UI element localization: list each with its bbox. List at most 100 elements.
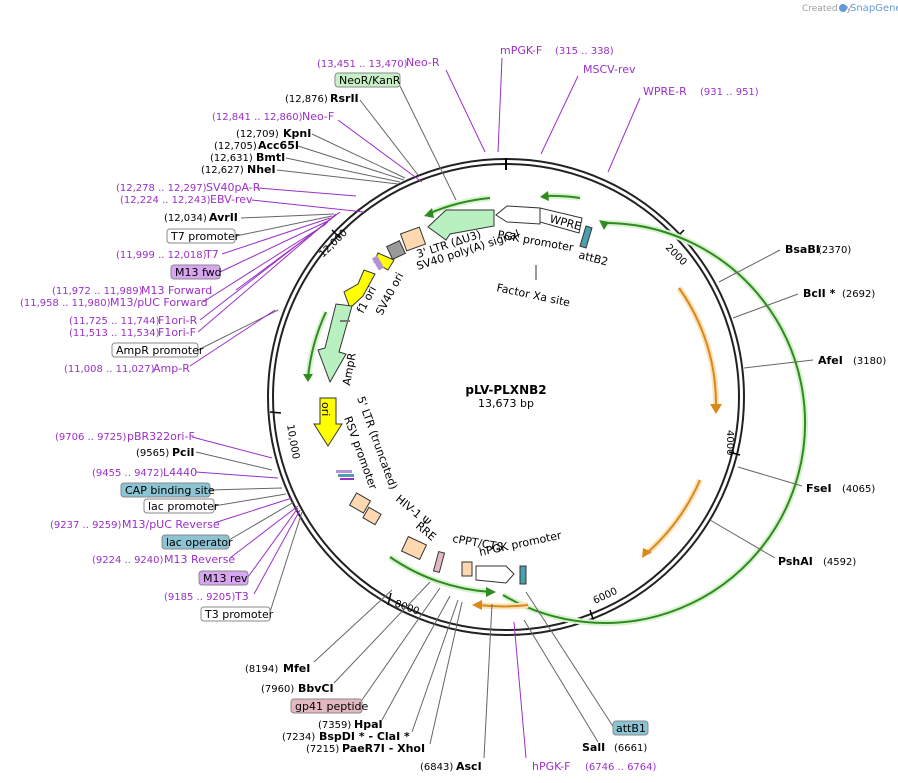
svg-text:BspDI * - ClaI *: BspDI * - ClaI * bbox=[319, 730, 410, 743]
feature-lac-operator[interactable]: lac operator bbox=[161, 501, 295, 550]
primer-l4440[interactable]: (9455 .. 9472) L4440 bbox=[92, 466, 279, 479]
primer-mscv-rev[interactable]: (315 .. 338) MSCV-rev (315 .. 338) bbox=[540, 46, 636, 155]
svg-text:(9185 .. 9205): (9185 .. 9205) bbox=[164, 592, 236, 603]
feature-ampr-promoter[interactable]: AmpR promoter bbox=[111, 309, 279, 358]
plasmid-length: 13,673 bp bbox=[478, 397, 534, 410]
svg-text:NheI: NheI bbox=[247, 163, 276, 176]
primer-mpgk-f[interactable]: mPGK-F bbox=[497, 44, 542, 153]
enzyme-bspdi-clai[interactable]: (7234) BspDI * - ClaI * bbox=[282, 599, 459, 743]
svg-text:(2370): (2370) bbox=[818, 245, 851, 256]
primer-m13-reverse[interactable]: (9224 .. 9240) M13 Reverse bbox=[92, 505, 299, 566]
svg-text:AfeI: AfeI bbox=[818, 354, 843, 367]
feature-lac-promoter[interactable]: lac promoter bbox=[143, 493, 287, 514]
enzyme-rsrii[interactable]: (12,876) RsrII bbox=[285, 92, 419, 176]
feature-m13-fwd[interactable]: M13 fwd bbox=[170, 219, 331, 280]
svg-text:SalI: SalI bbox=[582, 741, 605, 754]
svg-text:(9565): (9565) bbox=[136, 448, 169, 459]
ampr-label: AmpR bbox=[340, 352, 359, 387]
enzyme-fsei[interactable]: FseI (4065) bbox=[737, 466, 875, 495]
neor-feature bbox=[427, 209, 495, 241]
svg-text:Amp-R: Amp-R bbox=[153, 362, 190, 375]
enzyme-mfei[interactable]: (8194) MfeI bbox=[245, 589, 393, 675]
svg-text:WPRE-R: WPRE-R bbox=[643, 85, 687, 98]
primer-amp-r[interactable]: (11,008 .. 11,027) Amp-R bbox=[64, 309, 276, 375]
svg-text:(12,224 .. 12,243): (12,224 .. 12,243) bbox=[120, 195, 211, 206]
hiv-feature bbox=[400, 535, 428, 561]
feature-t7-promoter[interactable]: T7 promoter bbox=[166, 215, 333, 244]
svg-text:(931 .. 951): (931 .. 951) bbox=[700, 87, 759, 98]
svg-text:MfeI: MfeI bbox=[283, 662, 310, 675]
svg-text:T3 promoter: T3 promoter bbox=[204, 608, 274, 621]
plasmid-name: pLV-PLXNB2 bbox=[465, 383, 546, 397]
svg-text:lac operator: lac operator bbox=[166, 536, 233, 549]
enzyme-avrii[interactable]: (12,034) AvrII bbox=[164, 211, 335, 224]
svg-text:(315 .. 338): (315 .. 338) bbox=[555, 46, 614, 57]
svg-text:(12,705): (12,705) bbox=[214, 141, 257, 152]
primer-t3[interactable]: (9185 .. 9205) T3 bbox=[164, 509, 301, 603]
svg-text:(11,958 .. 11,980): (11,958 .. 11,980) bbox=[20, 298, 111, 309]
sv40ori-label: SV40 ori bbox=[373, 270, 406, 317]
svg-text:BsaBI: BsaBI bbox=[785, 243, 820, 256]
small-marks-left bbox=[336, 255, 385, 480]
primer-t7[interactable]: (11,999 .. 12,018) T7 bbox=[116, 217, 331, 261]
feature-t3-promoter[interactable]: T3 promoter bbox=[200, 511, 303, 622]
rsv-feature bbox=[362, 506, 382, 526]
svg-text:F1ori-R: F1ori-R bbox=[158, 314, 198, 327]
enzyme-bbvci[interactable]: (7960) BbvCI bbox=[261, 581, 431, 695]
enzyme-sali[interactable]: SalI (6661) bbox=[523, 619, 647, 754]
svg-text:T3: T3 bbox=[234, 590, 249, 603]
svg-text:10,000: 10,000 bbox=[284, 424, 301, 460]
primer-hpgk-f[interactable]: hPGK-F (6746 .. 6764) bbox=[513, 621, 657, 773]
primer-neo-r[interactable]: (13,451 .. 13,470) Neo-R bbox=[317, 56, 486, 153]
svg-text:(12,627): (12,627) bbox=[201, 165, 244, 176]
brand-prefix: Created by bbox=[802, 4, 852, 14]
ampr-feature bbox=[317, 303, 353, 384]
enzyme-asci[interactable]: (6843) AscI bbox=[420, 603, 493, 773]
primer-f1ori-f[interactable]: (11,513 .. 11,534) F1ori-F bbox=[69, 213, 337, 339]
feature-gp41-peptide[interactable]: gp41 peptide bbox=[290, 587, 441, 714]
enzyme-pshai[interactable]: PshAI (4592) bbox=[709, 519, 856, 568]
feature-neor-box[interactable]: NeoR/KanR bbox=[334, 72, 457, 201]
grey-feature bbox=[386, 240, 406, 260]
primer-m13puc-forward[interactable]: (11,958 .. 11,980) M13/pUC Forward bbox=[20, 223, 327, 309]
svg-text:(12,278 .. 12,297): (12,278 .. 12,297) bbox=[116, 183, 207, 194]
primer-sv40pa-r[interactable]: (12,278 .. 12,297) SV40pA-R bbox=[116, 181, 357, 197]
enzyme-bmti[interactable]: (12,631) BmtI bbox=[210, 151, 401, 183]
primer-m13puc-reverse[interactable]: (9237 .. 9259) M13/pUC Reverse bbox=[50, 497, 293, 531]
svg-text:F1ori-F: F1ori-F bbox=[158, 326, 196, 339]
svg-text:pBR322ori-F: pBR322ori-F bbox=[127, 430, 195, 443]
primer-wpre-r[interactable]: WPRE-R (931 .. 951) bbox=[607, 85, 759, 173]
wpre-arc-arrow bbox=[540, 191, 549, 201]
svg-text:M13 fwd: M13 fwd bbox=[175, 266, 222, 279]
svg-text:PaeR7I - XhoI: PaeR7I - XhoI bbox=[342, 742, 425, 755]
feature-cap-binding-site[interactable]: CAP binding site bbox=[120, 482, 283, 498]
feature-attb1[interactable]: attB1 bbox=[525, 591, 649, 736]
enzyme-bsabi[interactable]: BsaBI (2370) bbox=[718, 243, 851, 283]
feature-m13-rev[interactable]: M13 rev bbox=[198, 507, 299, 586]
enzyme-acc65i[interactable]: (12,705) Acc65I bbox=[214, 139, 405, 181]
enzyme-nhei[interactable]: (12,627) NheI bbox=[201, 163, 399, 185]
enzyme-afei[interactable]: AfeI (3180) bbox=[743, 354, 886, 369]
enzyme-paer7i-xhoi[interactable]: (7215) PaeR7I - XhoI bbox=[306, 601, 463, 755]
svg-text:(9706 .. 9725): (9706 .. 9725) bbox=[55, 432, 127, 443]
enzyme-pcii[interactable]: (9565) PciI bbox=[136, 446, 273, 471]
hpgk-feature bbox=[475, 565, 515, 584]
svg-text:lac promoter: lac promoter bbox=[148, 500, 219, 513]
enzyme-bcli[interactable]: BclI * (2692) bbox=[732, 287, 875, 319]
svg-text:L4440: L4440 bbox=[163, 466, 197, 479]
svg-text:AscI: AscI bbox=[456, 760, 482, 773]
svg-text:M13 Forward: M13 Forward bbox=[141, 284, 212, 297]
svg-text:gp41 peptide: gp41 peptide bbox=[295, 700, 369, 713]
hpgk-label: hPGK promoter bbox=[478, 529, 563, 559]
primer-neo-f[interactable]: (12,841 .. 12,860) Neo-F bbox=[212, 110, 423, 183]
svg-text:M13/pUC Reverse: M13/pUC Reverse bbox=[122, 518, 220, 531]
svg-text:T7 promoter: T7 promoter bbox=[170, 230, 240, 243]
svg-text:4000: 4000 bbox=[724, 430, 735, 455]
svg-text:(6843): (6843) bbox=[420, 762, 453, 773]
primer-pbr322ori-f[interactable]: (9706 .. 9725) pBR322ori-F bbox=[55, 430, 273, 459]
enzyme-kpni[interactable]: (12,709) KpnI bbox=[236, 127, 406, 179]
svg-text:AvrII: AvrII bbox=[209, 211, 238, 224]
svg-text:(11,999 .. 12,018): (11,999 .. 12,018) bbox=[116, 250, 207, 261]
enzyme-hpai[interactable]: (7359) HpaI bbox=[318, 595, 451, 731]
primer-ebv-rev[interactable]: (12,224 .. 12,243) EBV-rev bbox=[120, 193, 365, 213]
